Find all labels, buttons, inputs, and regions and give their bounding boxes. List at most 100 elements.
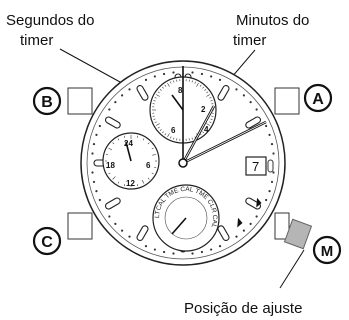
button-m-icon	[312, 235, 342, 265]
minute-dot	[95, 133, 98, 136]
top-subdial-numeral: 2	[201, 105, 206, 114]
minute-dot	[255, 215, 258, 218]
seconds-label-line2: timer	[20, 32, 53, 49]
subdial-tick	[159, 129, 162, 131]
minute-dot	[98, 124, 101, 128]
date-window	[245, 156, 267, 176]
subdial-tick	[209, 97, 212, 99]
button-m-label: M	[321, 243, 334, 260]
bottom-subdial-inner-ring	[164, 196, 208, 240]
subdial-tick	[123, 135, 126, 138]
minute-dot	[108, 108, 111, 111]
subdial-tick	[112, 176, 116, 180]
subdial-tick	[173, 137, 175, 140]
minute-dot	[162, 72, 166, 76]
subdial-tick	[164, 133, 167, 136]
hour-marker	[217, 225, 230, 242]
adjust-leader-line	[279, 249, 305, 289]
minute-dot	[114, 101, 117, 104]
bottom-subdial-hand	[171, 217, 187, 235]
top-subdial-hand	[171, 94, 184, 111]
minute-dot	[191, 252, 194, 255]
subdial-tick	[167, 83, 170, 87]
minute-dot	[270, 142, 274, 146]
minute-dot	[200, 250, 204, 254]
minute-dot	[114, 222, 117, 225]
subdial-tick	[206, 126, 209, 129]
subdial-tick	[136, 184, 139, 187]
minute-dot	[121, 94, 124, 97]
subdial-tick	[151, 172, 154, 175]
minute-dot	[268, 133, 271, 136]
subdial-tick	[153, 118, 156, 120]
subdial-tick	[123, 184, 126, 187]
subdial-tick	[142, 138, 145, 141]
subdial-tick	[105, 166, 108, 169]
left-subdial-ticks	[105, 135, 157, 187]
top-subdial-numeral: 6	[171, 126, 176, 135]
minute-dot	[172, 252, 175, 255]
top-subdial-numeral: 8	[178, 86, 183, 95]
minute-dot	[272, 152, 275, 155]
minute-dot	[172, 71, 175, 74]
seconds-label-line1: Segundos do	[6, 12, 94, 29]
left-subdial-numeral: 12	[126, 179, 135, 188]
minute-dot	[218, 78, 222, 81]
subdial-tick	[191, 137, 193, 140]
subdial-tick	[206, 123, 210, 126]
minute-dot	[210, 75, 213, 78]
minute-dot	[144, 245, 148, 248]
subdial-tick	[156, 94, 160, 97]
minute-dot	[108, 215, 111, 218]
subdial-tick	[191, 80, 193, 83]
subdial-tick	[154, 121, 157, 123]
subdial-tick	[210, 100, 213, 102]
date-marker	[267, 159, 274, 173]
minute-dot	[153, 75, 156, 78]
minutes-label-line1: Minutos do	[236, 12, 309, 29]
subdial-tick	[154, 97, 157, 99]
pusher-b	[67, 87, 93, 115]
crown-stem	[274, 212, 290, 240]
hour-marker	[245, 197, 262, 210]
button-b-icon	[32, 86, 62, 116]
minute-dot	[128, 235, 131, 238]
pusher-c	[67, 212, 93, 240]
minute-dot	[91, 152, 94, 155]
subdial-tick	[151, 147, 154, 150]
subdial-tick	[170, 136, 172, 139]
minute-dot	[200, 72, 204, 76]
hour-marker	[136, 84, 149, 101]
subdial-tick	[164, 84, 167, 87]
subdial-tick	[108, 147, 113, 151]
button-c-label: C	[41, 234, 53, 251]
subdial-tick	[152, 153, 157, 156]
button-c-icon	[32, 226, 62, 256]
subdial-tick	[194, 81, 196, 84]
hour-marker	[104, 197, 121, 210]
minute-dot	[98, 198, 101, 202]
subdial-tick	[167, 133, 170, 137]
minute-dot	[121, 229, 124, 232]
center-pinion	[178, 158, 188, 168]
subdial-tick	[206, 94, 210, 97]
minute-dot	[235, 235, 238, 238]
subdial-tick	[170, 81, 172, 84]
subdial-tick	[147, 177, 150, 180]
subdial-tick	[157, 126, 160, 129]
subdial-tick	[117, 181, 120, 184]
hour-hand-inner	[182, 105, 215, 164]
top-subdial-numeral: 4	[204, 125, 209, 134]
subdial-tick	[159, 89, 162, 91]
crown-symbol: ◢	[231, 216, 243, 228]
subdial-tick	[105, 153, 108, 156]
minute-dot	[153, 248, 156, 251]
minute-dot	[249, 222, 252, 225]
minutes-label-line2: timer	[233, 32, 266, 49]
minute-track	[91, 71, 275, 255]
button-b-label: B	[41, 94, 53, 111]
minute-dot	[218, 245, 222, 248]
hour-marker	[245, 116, 262, 129]
